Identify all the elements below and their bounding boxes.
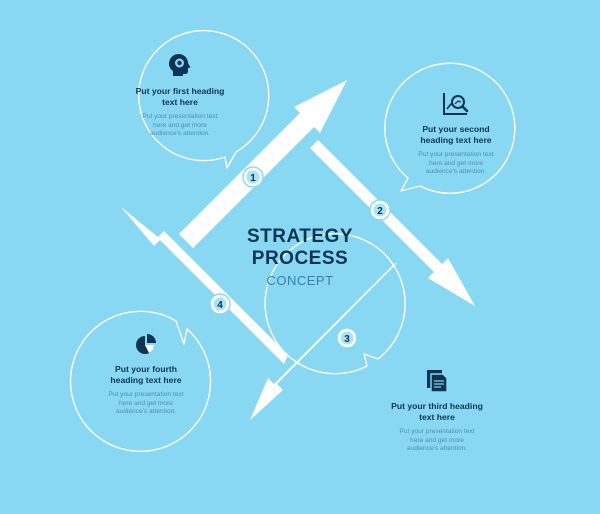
title-subtitle: CONCEPT bbox=[266, 273, 334, 288]
bubble-3 bbox=[264, 233, 406, 375]
arrow-3 bbox=[250, 263, 397, 420]
step-card-2: Put your second heading text here Put yo… bbox=[396, 92, 516, 177]
center-title: STRATEGY PROCESS CONCEPT bbox=[215, 226, 385, 290]
title-line-1: STRATEGY bbox=[246, 226, 354, 247]
documents-icon bbox=[427, 370, 448, 393]
chart-magnifier-icon bbox=[443, 93, 469, 115]
step-badge-3: 3 bbox=[336, 327, 358, 349]
step-4-body: Put your presentation text here and get … bbox=[108, 391, 184, 416]
step-number-3: 3 bbox=[344, 334, 350, 345]
step-badge-4: 4 bbox=[209, 293, 231, 315]
step-4-heading: Put your fourth heading text here bbox=[110, 364, 182, 385]
step-3-body: Put your presentation text here and get … bbox=[399, 428, 475, 453]
step-card-4: Put your fourth heading text here Put yo… bbox=[86, 334, 206, 417]
arrow-1 bbox=[179, 80, 347, 248]
step-1-heading: Put your first heading text here bbox=[135, 86, 225, 107]
bubble-2 bbox=[384, 62, 516, 194]
step-number-4: 4 bbox=[217, 300, 223, 311]
step-number-1: 1 bbox=[250, 173, 256, 184]
step-2-body: Put your presentation text here and get … bbox=[418, 151, 494, 176]
bubble-4 bbox=[69, 310, 212, 452]
step-card-3: Put your third heading text here Put you… bbox=[373, 369, 501, 454]
head-idea-icon bbox=[169, 54, 191, 76]
title-line-2: PROCESS bbox=[251, 248, 349, 269]
step-card-1: Put your first heading text here Put you… bbox=[120, 54, 240, 139]
step-2-heading: Put your second heading text here bbox=[420, 124, 492, 145]
step-number-2: 2 bbox=[377, 206, 383, 217]
arrow-4 bbox=[121, 207, 288, 364]
step-3-heading: Put your third heading text here bbox=[391, 401, 483, 422]
bubble-1 bbox=[138, 29, 270, 169]
step-1-body: Put your presentation text here and get … bbox=[142, 113, 218, 138]
step-badge-2: 2 bbox=[369, 199, 391, 221]
pie-chart-icon bbox=[136, 334, 156, 354]
arrow-2 bbox=[310, 140, 475, 306]
step-badge-1: 1 bbox=[242, 166, 264, 188]
